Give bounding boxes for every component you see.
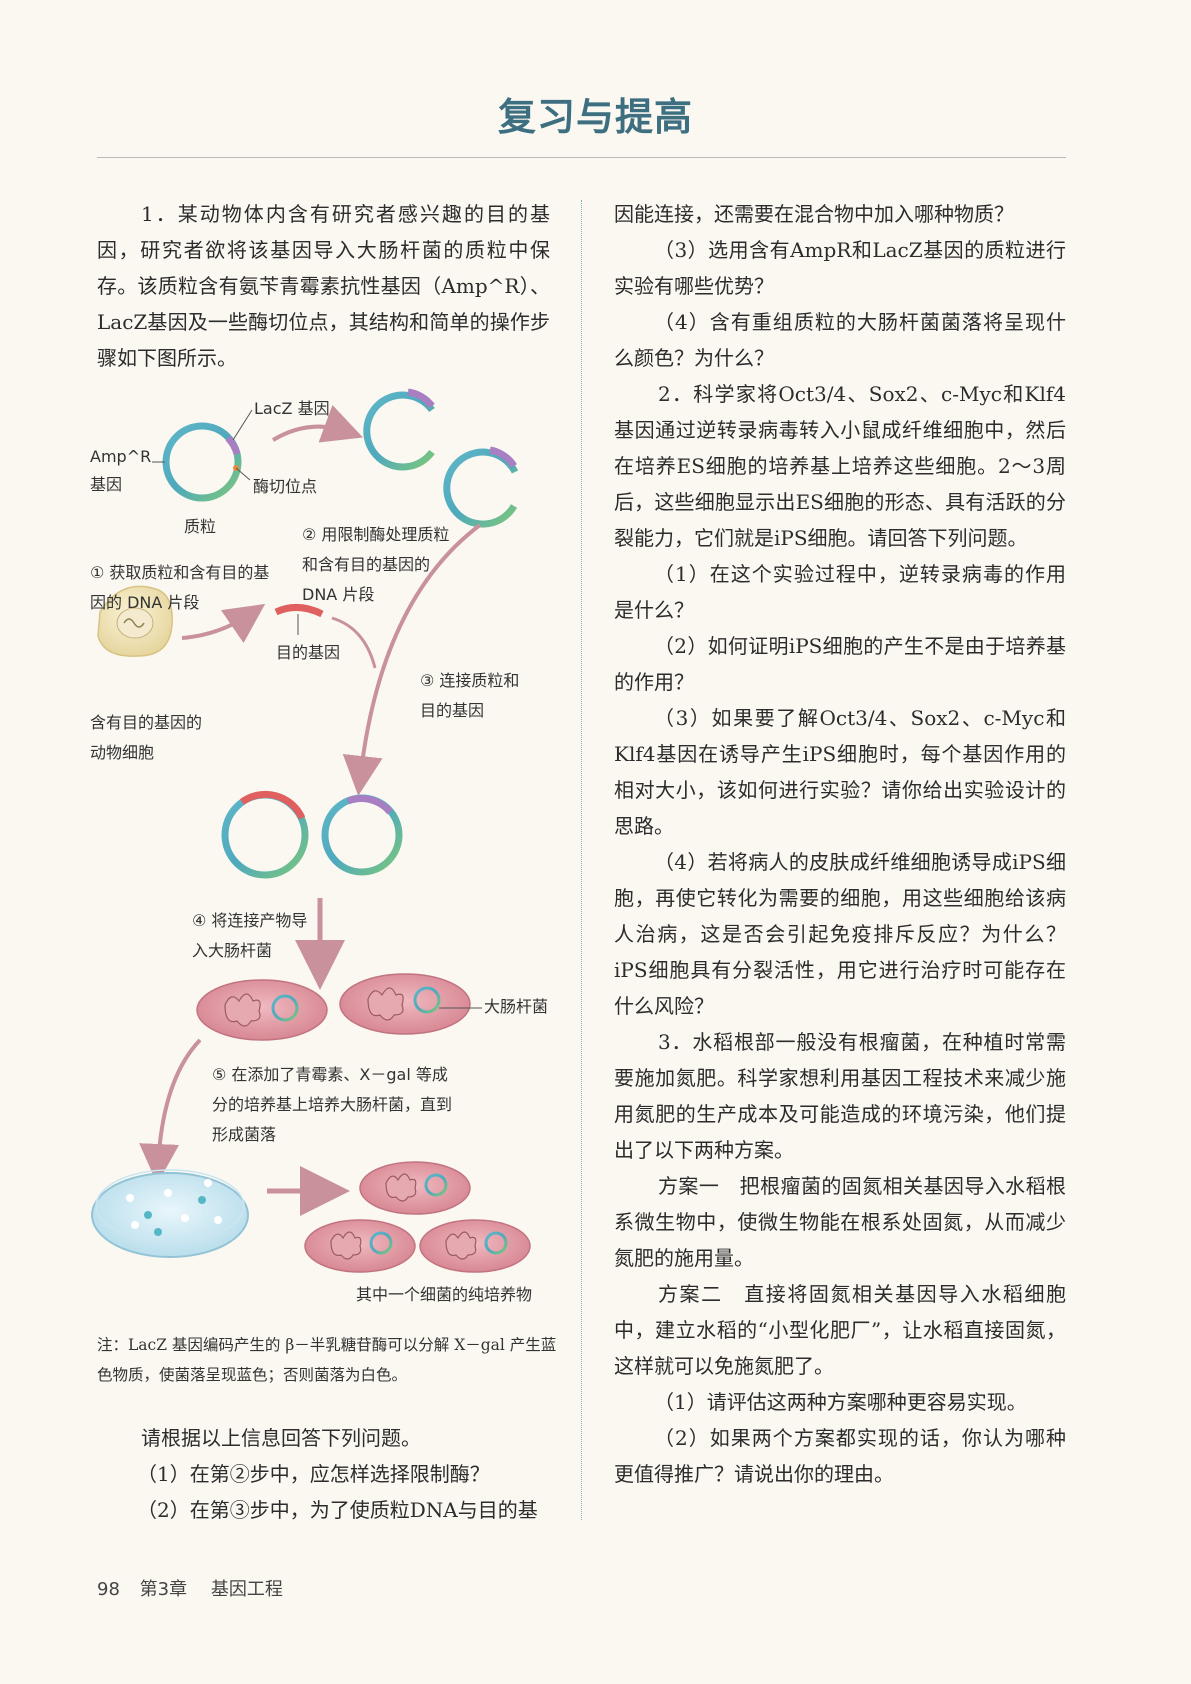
- question-2-intro: 2．科学家将Oct3/4、Sox2、c-Myc和Klf4基因通过逆转录病毒转入小…: [614, 382, 1066, 550]
- question-3-2: （2）如果两个方案都实现的话，你认为哪种更值得推广？请说出你的理由。: [614, 1426, 1066, 1486]
- left-column-questions: 请根据以上信息回答下列问题。 （1）在第②步中，应怎样选择限制酶？ （2）在第③…: [97, 1420, 550, 1528]
- ecoli-label: 大肠杆菌: [484, 997, 549, 1016]
- answer-prompt: 请根据以上信息回答下列问题。: [141, 1426, 421, 1450]
- diagram-illustration: [91, 388, 531, 1273]
- question-2-1: （1）在这个实验过程中，逆转录病毒的作用是什么？: [614, 562, 1066, 622]
- lacz-gene-label: LacZ 基因: [254, 399, 330, 418]
- pure-culture-icon: [304, 1161, 531, 1273]
- right-column: 因能连接，还需要在混合物中加入哪种物质？ （3）选用含有AmpR和LacZ基因的…: [614, 196, 1066, 1492]
- target-gene-label: 目的基因: [276, 643, 341, 662]
- step-2-label: ② 用限制酶处理质粒和含有目的基因的 DNA 片段: [302, 525, 450, 604]
- question-3-1: （1）请评估这两种方案哪种更容易实现。: [654, 1390, 1027, 1414]
- question-1-1: （1）在第②步中，应怎样选择限制酶？: [137, 1462, 490, 1486]
- step-1-label: ① 获取质粒和含有目的基因的 DNA 片段: [90, 563, 270, 612]
- petri-dish-icon: [91, 1169, 249, 1258]
- step-3-label: ③ 连接质粒和目的基因: [420, 671, 520, 720]
- chapter-number: 第3章: [139, 1579, 188, 1600]
- page-footer: 98 第3章 基因工程: [97, 1575, 283, 1601]
- cut-plasmid-icon: [363, 388, 519, 528]
- plasmid-icon: [162, 422, 242, 502]
- target-gene-icon: [274, 604, 324, 618]
- plasmid-label: 质粒: [184, 517, 217, 536]
- page-title: 复习与提高: [497, 95, 693, 139]
- plasmid-diagram: LacZ 基因 Amp^R 基因 酶切位点 质粒 ② 用限制酶处理质粒和含有目的…: [90, 380, 570, 1320]
- question-1-4: （4）含有重组质粒的大肠杆菌菌落将呈现什么颜色？为什么？: [614, 310, 1066, 370]
- question-1-2: （2）在第③步中，为了使质粒DNA与目的基: [137, 1498, 538, 1522]
- question-1-2-continued: 因能连接，还需要在混合物中加入哪种物质？: [614, 202, 1014, 226]
- cut-site-label: 酶切位点: [253, 477, 318, 496]
- pure-culture-label: 其中一个细菌的纯培养物: [356, 1285, 533, 1304]
- step-5-label: ⑤ 在添加了青霉素、X－gal 等成分的培养基上培养大肠杆菌，直到形成菌落: [212, 1065, 453, 1144]
- column-divider: [581, 200, 582, 1520]
- animal-cell-label: 含有目的基因的动物细胞: [90, 713, 203, 762]
- step-4-label: ④ 将连接产物导入大肠杆菌: [192, 911, 308, 960]
- ampr-label: Amp^R: [90, 447, 152, 466]
- ampr-gene-label: 基因: [90, 475, 123, 494]
- ecoli-icon: [196, 973, 471, 1041]
- diagram-note: 注：LacZ 基因编码产生的 β－半乳糖苷酶可以分解 X－gal 产生蓝色物质，…: [97, 1336, 557, 1384]
- question-3-intro: 3．水稻根部一般没有根瘤菌，在种植时常需要施加氮肥。科学家想利用基因工程技术来减…: [614, 1030, 1066, 1162]
- question-2-3: （3）如果要了解Oct3/4、Sox2、c-Myc和Klf4基因在诱导产生iPS…: [614, 706, 1066, 838]
- question-1-3: （3）选用含有AmpR和LacZ基因的质粒进行实验有哪些优势？: [614, 238, 1066, 298]
- chapter-title: 基因工程: [210, 1579, 283, 1600]
- question-2-2: （2）如何证明iPS细胞的产生不是由于培养基的作用？: [614, 634, 1066, 694]
- page-number: 98: [97, 1579, 120, 1600]
- title-divider: [97, 157, 1066, 158]
- animal-cell-icon: [97, 585, 173, 657]
- question-2-4: （4）若将病人的皮肤成纤维细胞诱导成iPS细胞，再使它转化为需要的细胞，用这些细…: [614, 850, 1066, 1018]
- plan-2: 方案二 直接将固氮相关基因导入水稻细胞中，建立水稻的“小型化肥厂”，让水稻直接固…: [614, 1282, 1066, 1378]
- recombinant-plasmid-icon: [221, 790, 403, 879]
- left-column: 1．某动物体内含有研究者感兴趣的目的基因，研究者欲将该基因导入大肠杆菌的质粒中保…: [97, 196, 550, 376]
- question-1-intro: 1．某动物体内含有研究者感兴趣的目的基因，研究者欲将该基因导入大肠杆菌的质粒中保…: [97, 202, 550, 370]
- plan-1: 方案一 把根瘤菌的固氮相关基因导入水稻根系微生物中，使微生物能在根系处固氮，从而…: [614, 1174, 1066, 1270]
